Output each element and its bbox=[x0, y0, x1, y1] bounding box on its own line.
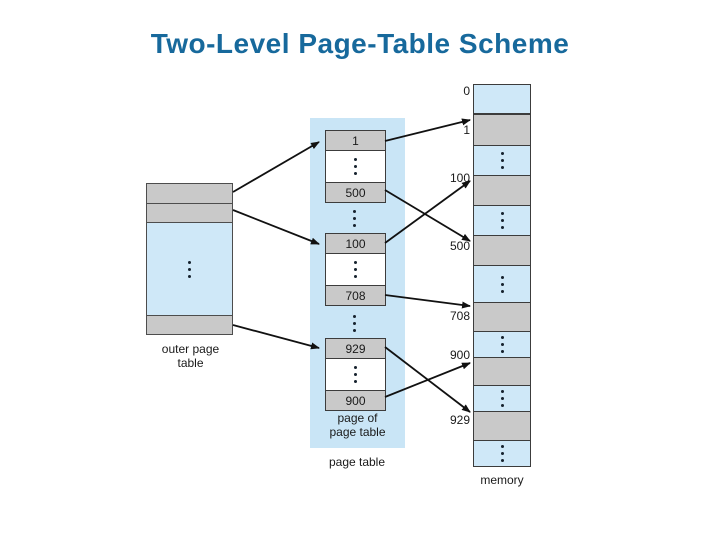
memory-frame-label: 929 bbox=[449, 413, 470, 427]
page-table-body bbox=[326, 254, 385, 286]
page-table-body bbox=[326, 359, 385, 391]
outer-page-table-body bbox=[147, 223, 232, 315]
memory-frame bbox=[474, 115, 530, 146]
ellipsis-icon bbox=[188, 260, 191, 278]
ellipsis-icon bbox=[325, 206, 384, 230]
memory-frame bbox=[474, 386, 530, 412]
memory-frame bbox=[474, 441, 530, 466]
page-table-entry: 708 bbox=[326, 286, 385, 305]
page-table-entry: 1 bbox=[326, 131, 385, 151]
memory-caption: memory bbox=[480, 473, 524, 487]
ellipsis-icon bbox=[500, 445, 504, 462]
page-table-entry: 500 bbox=[326, 183, 385, 202]
page-table-entry: 929 bbox=[326, 339, 385, 359]
memory-frame-label: 0 bbox=[463, 84, 470, 98]
memory-frame bbox=[474, 236, 530, 266]
ellipsis-icon bbox=[354, 366, 357, 383]
ellipsis-icon bbox=[354, 261, 357, 278]
outer-page-table-caption: outer page table bbox=[161, 342, 220, 370]
page-of-page-table-caption: page of page table bbox=[329, 411, 386, 439]
memory-frame bbox=[474, 332, 530, 358]
ellipsis-icon bbox=[500, 336, 504, 353]
page-table-body bbox=[326, 151, 385, 183]
ellipsis-icon bbox=[500, 212, 504, 229]
page-of-page-table: 1 500 bbox=[325, 130, 386, 203]
arrow-outer-to-page1 bbox=[232, 141, 320, 193]
memory-frame bbox=[474, 85, 530, 115]
memory-frame-label: 100 bbox=[449, 171, 470, 185]
ellipsis-icon bbox=[500, 275, 504, 293]
outer-page-table-entry bbox=[147, 204, 232, 223]
memory-frame bbox=[474, 266, 530, 303]
page-of-page-table: 929 900 bbox=[325, 338, 386, 411]
arrow-outer-to-page2 bbox=[232, 209, 320, 245]
memory-frame bbox=[474, 303, 530, 332]
memory-frame bbox=[474, 176, 530, 206]
ellipsis-icon bbox=[354, 158, 357, 175]
memory-frame bbox=[474, 206, 530, 236]
page-table-entry: 100 bbox=[326, 234, 385, 254]
page-table-band: 1 500 100 708 929 900 page of pag bbox=[310, 118, 405, 448]
ellipsis-icon bbox=[500, 152, 504, 169]
memory-frame-label: 1 bbox=[463, 123, 470, 137]
ellipsis-icon bbox=[500, 390, 504, 407]
memory-frame bbox=[474, 412, 530, 441]
memory-frame bbox=[474, 146, 530, 176]
memory-frame-label: 900 bbox=[449, 348, 470, 362]
outer-page-table-entry bbox=[147, 184, 232, 204]
memory-frame-label: 708 bbox=[449, 309, 470, 323]
page-table-entry: 900 bbox=[326, 391, 385, 410]
outer-page-table-entry bbox=[147, 315, 232, 334]
page-table-caption: page table bbox=[328, 455, 386, 469]
outer-page-table bbox=[146, 183, 233, 335]
slide-title: Two-Level Page-Table Scheme bbox=[150, 28, 570, 59]
memory-frame bbox=[474, 358, 530, 386]
page-of-page-table: 100 708 bbox=[325, 233, 386, 306]
ellipsis-icon bbox=[325, 311, 384, 335]
memory-frame-label: 500 bbox=[449, 239, 470, 253]
memory-column bbox=[473, 84, 531, 467]
